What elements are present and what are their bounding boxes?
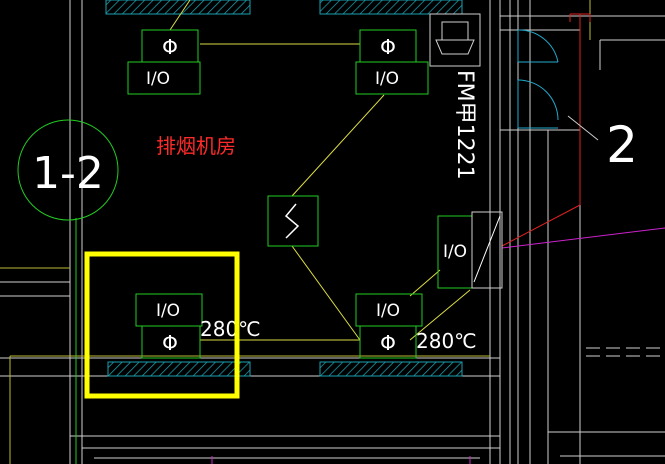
fan-phi-icon bbox=[141, 325, 201, 359]
room-name-label: 排烟机房 bbox=[156, 134, 236, 158]
fan-symbol: Φ bbox=[380, 35, 396, 59]
switch-label: I/O bbox=[375, 69, 399, 89]
temperature-label: 280℃ bbox=[416, 329, 477, 353]
axis-tag-left-label: 1-2 bbox=[32, 148, 104, 199]
bottom-marks bbox=[211, 456, 471, 464]
axis-tag-right-label: 2 bbox=[606, 116, 638, 174]
temperature-label: 280℃ bbox=[200, 317, 261, 341]
axis-tag-left[interactable]: 1-2 bbox=[17, 119, 119, 464]
fan-device-top-left[interactable]: Φ I/O bbox=[127, 29, 201, 95]
magenta-lines bbox=[501, 227, 665, 249]
fan-device-bottom-left[interactable]: I/O Φ 280℃ bbox=[135, 293, 261, 359]
switch-label: I/O bbox=[146, 69, 170, 89]
valve-diagonal-icon bbox=[471, 211, 503, 289]
fan-symbol: Φ bbox=[380, 331, 396, 355]
axis-tag-right[interactable]: 2 bbox=[567, 115, 638, 174]
fan-device-top-right[interactable]: Φ I/O bbox=[355, 29, 429, 95]
valve-device-right[interactable]: I/O bbox=[437, 211, 503, 289]
switch-label-vertical: I/O bbox=[443, 242, 467, 262]
damper-device[interactable] bbox=[267, 195, 319, 247]
dashed-mark bbox=[586, 347, 665, 357]
red-lines bbox=[501, 13, 591, 247]
switch-box bbox=[355, 61, 429, 95]
door-label: FM甲1221 bbox=[452, 70, 477, 180]
switch-label: I/O bbox=[376, 301, 400, 321]
fan-symbol: Φ bbox=[162, 331, 178, 355]
fan-symbol: Φ bbox=[162, 35, 178, 59]
fan-phi-icon bbox=[359, 325, 417, 359]
door-swing[interactable] bbox=[517, 29, 559, 129]
damper-zigzag-icon bbox=[284, 203, 300, 239]
fan-device-bottom-right[interactable]: I/O Φ 280℃ bbox=[355, 293, 477, 359]
hatched-wall-segments bbox=[105, 0, 463, 377]
selection-highlight bbox=[84, 251, 240, 399]
wiring-lines bbox=[169, 0, 471, 341]
switch-label: I/O bbox=[156, 301, 180, 321]
switch-box bbox=[127, 61, 201, 95]
speaker-icon[interactable] bbox=[429, 13, 481, 67]
